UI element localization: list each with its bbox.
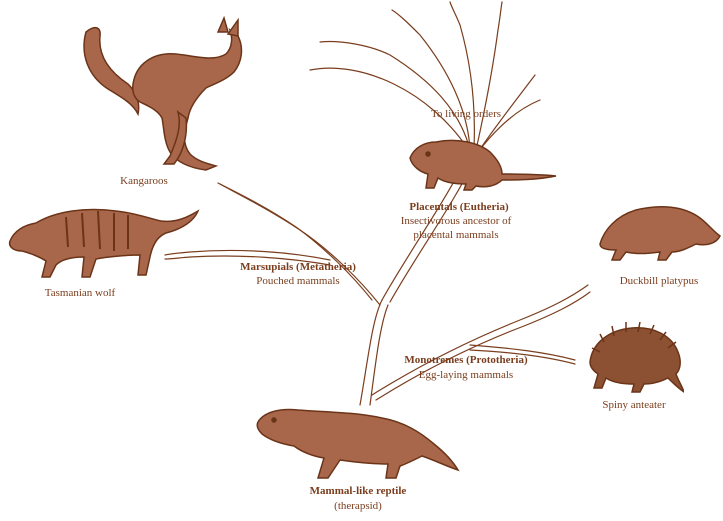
living-orders-label: To living orders bbox=[406, 107, 526, 121]
therapsid-label-text: Mammal-like reptile bbox=[310, 485, 407, 497]
marsupials-title-text: Marsupials (Metatheria) bbox=[240, 261, 356, 273]
echidna-label: Spiny anteater bbox=[578, 398, 690, 412]
marsupials-title: Marsupials (Metatheria) bbox=[208, 260, 388, 274]
therapsid-label: Mammal-like reptile bbox=[278, 484, 438, 498]
monotremes-desc: Egg-laying mammals bbox=[376, 368, 556, 382]
platypus-label: Duckbill platypus bbox=[596, 274, 722, 288]
echidna-figure bbox=[584, 322, 684, 394]
placentals-title-text: Placentals (Eutheria) bbox=[409, 201, 508, 213]
monotremes-title-text: Monotremes (Prototheria) bbox=[404, 354, 527, 366]
living-orders-branch-3 bbox=[450, 2, 474, 148]
living-orders-branch-2 bbox=[392, 10, 470, 150]
living-orders-branch-4 bbox=[476, 2, 502, 150]
insectivore-figure bbox=[406, 132, 558, 192]
therapsid-sublabel: (therapsid) bbox=[278, 499, 438, 513]
placentals-desc-line2: placental mammals bbox=[366, 228, 546, 242]
tasmanian-wolf-label: Tasmanian wolf bbox=[20, 286, 140, 300]
placentals-title: Placentals (Eutheria) bbox=[372, 200, 546, 214]
kangaroo-label: Kangaroos bbox=[104, 174, 184, 188]
marsupials-desc: Pouched mammals bbox=[208, 274, 388, 288]
tasmanian-wolf-figure bbox=[6, 197, 202, 281]
kangaroo-figure bbox=[78, 14, 246, 172]
monotremes-title: Monotremes (Prototheria) bbox=[376, 353, 556, 367]
placentals-desc-line1: Insectivorous ancestor of bbox=[366, 214, 546, 228]
therapsid-figure bbox=[254, 400, 460, 482]
platypus-figure bbox=[596, 200, 722, 264]
